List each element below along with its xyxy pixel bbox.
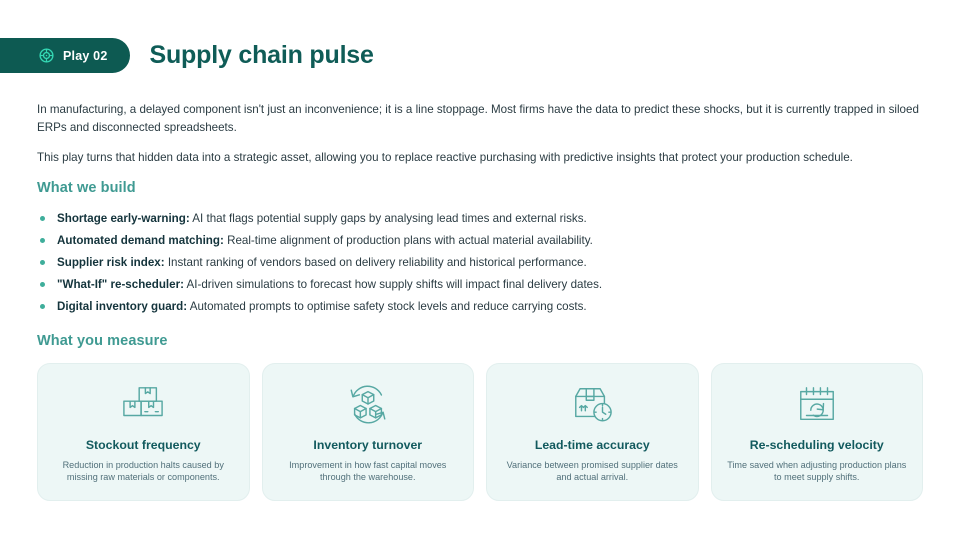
metric-card-inventory-turnover: Inventory turnover Improvement in how fa… — [261, 363, 474, 501]
intro-paragraph-1: In manufacturing, a delayed component is… — [37, 103, 919, 134]
metric-card-rescheduling-velocity: Re-scheduling velocity Time saved when a… — [710, 363, 923, 501]
calendar-refresh-icon — [795, 381, 839, 429]
list-item: Automated demand matching: Real-time ali… — [37, 232, 917, 249]
play-badge: Play 02 — [0, 38, 130, 73]
metric-card-lead-time-accuracy: Lead-time accuracy Variance between prom… — [486, 363, 699, 501]
bullet-dot-icon — [40, 303, 45, 309]
page-title: Supply chain pulse — [149, 41, 374, 69]
bullet-dot-icon — [40, 259, 45, 265]
metric-card-title: Lead-time accuracy — [534, 438, 650, 452]
boxes-stack-icon — [120, 381, 166, 429]
list-item: Shortage early-warning: AI that flags po… — [37, 210, 917, 227]
list-item: "What-If" re-scheduler: AI-driven simula… — [37, 276, 917, 293]
intro-text: In manufacturing, a delayed component is… — [37, 101, 921, 167]
play-badge-label: Play 02 — [63, 48, 108, 63]
metric-card-description: Time saved when adjusting production pla… — [727, 459, 907, 483]
list-item-desc: AI that flags potential supply gaps by a… — [189, 212, 587, 225]
list-item-term: Shortage early-warning: — [57, 212, 190, 225]
cubes-refresh-cycle-icon — [345, 381, 391, 429]
what-we-build-list: Shortage early-warning: AI that flags po… — [37, 210, 917, 319]
list-item-desc: Real-time alignment of production plans … — [223, 233, 593, 247]
metric-card-stockout-frequency: Stockout frequency Reduction in producti… — [37, 363, 250, 501]
bullet-dot-icon — [40, 216, 45, 221]
list-item: Supplier risk index: Instant ranking of … — [37, 254, 917, 271]
list-item-desc: Instant ranking of vendors based on deli… — [164, 255, 587, 269]
package-clock-icon — [569, 381, 615, 429]
what-you-measure-heading: What you measure — [37, 333, 168, 349]
list-item-desc: AI-driven simulations to forecast how su… — [183, 277, 603, 291]
list-item-term: Digital inventory guard: — [57, 299, 188, 313]
slide-header: Play 02 Supply chain pulse — [0, 38, 374, 73]
list-item-term: "What-If" re-scheduler: — [57, 277, 184, 291]
metric-card-title: Stockout frequency — [85, 438, 201, 452]
list-item-term: Supplier risk index: — [57, 255, 165, 269]
list-item-desc: Automated prompts to optimise safety sto… — [187, 299, 587, 313]
bullet-dot-icon — [40, 237, 45, 243]
list-item-term: Automated demand matching: — [57, 233, 224, 247]
what-we-build-heading: What we build — [37, 180, 136, 196]
metric-card-title: Inventory turnover — [313, 438, 423, 452]
target-icon — [38, 47, 55, 64]
list-item: Digital inventory guard: Automated promp… — [37, 298, 917, 315]
metric-card-title: Re-scheduling velocity — [749, 438, 884, 452]
metric-card-grid: Stockout frequency Reduction in producti… — [37, 363, 923, 501]
intro-paragraph-2: This play turns that hidden data into a … — [37, 151, 853, 165]
metric-card-description: Reduction in production halts caused by … — [62, 459, 224, 483]
metric-card-description: Improvement in how fast capital moves th… — [289, 459, 447, 483]
metric-card-description: Variance between promised supplier dates… — [506, 459, 678, 483]
bullet-dot-icon — [40, 281, 45, 287]
